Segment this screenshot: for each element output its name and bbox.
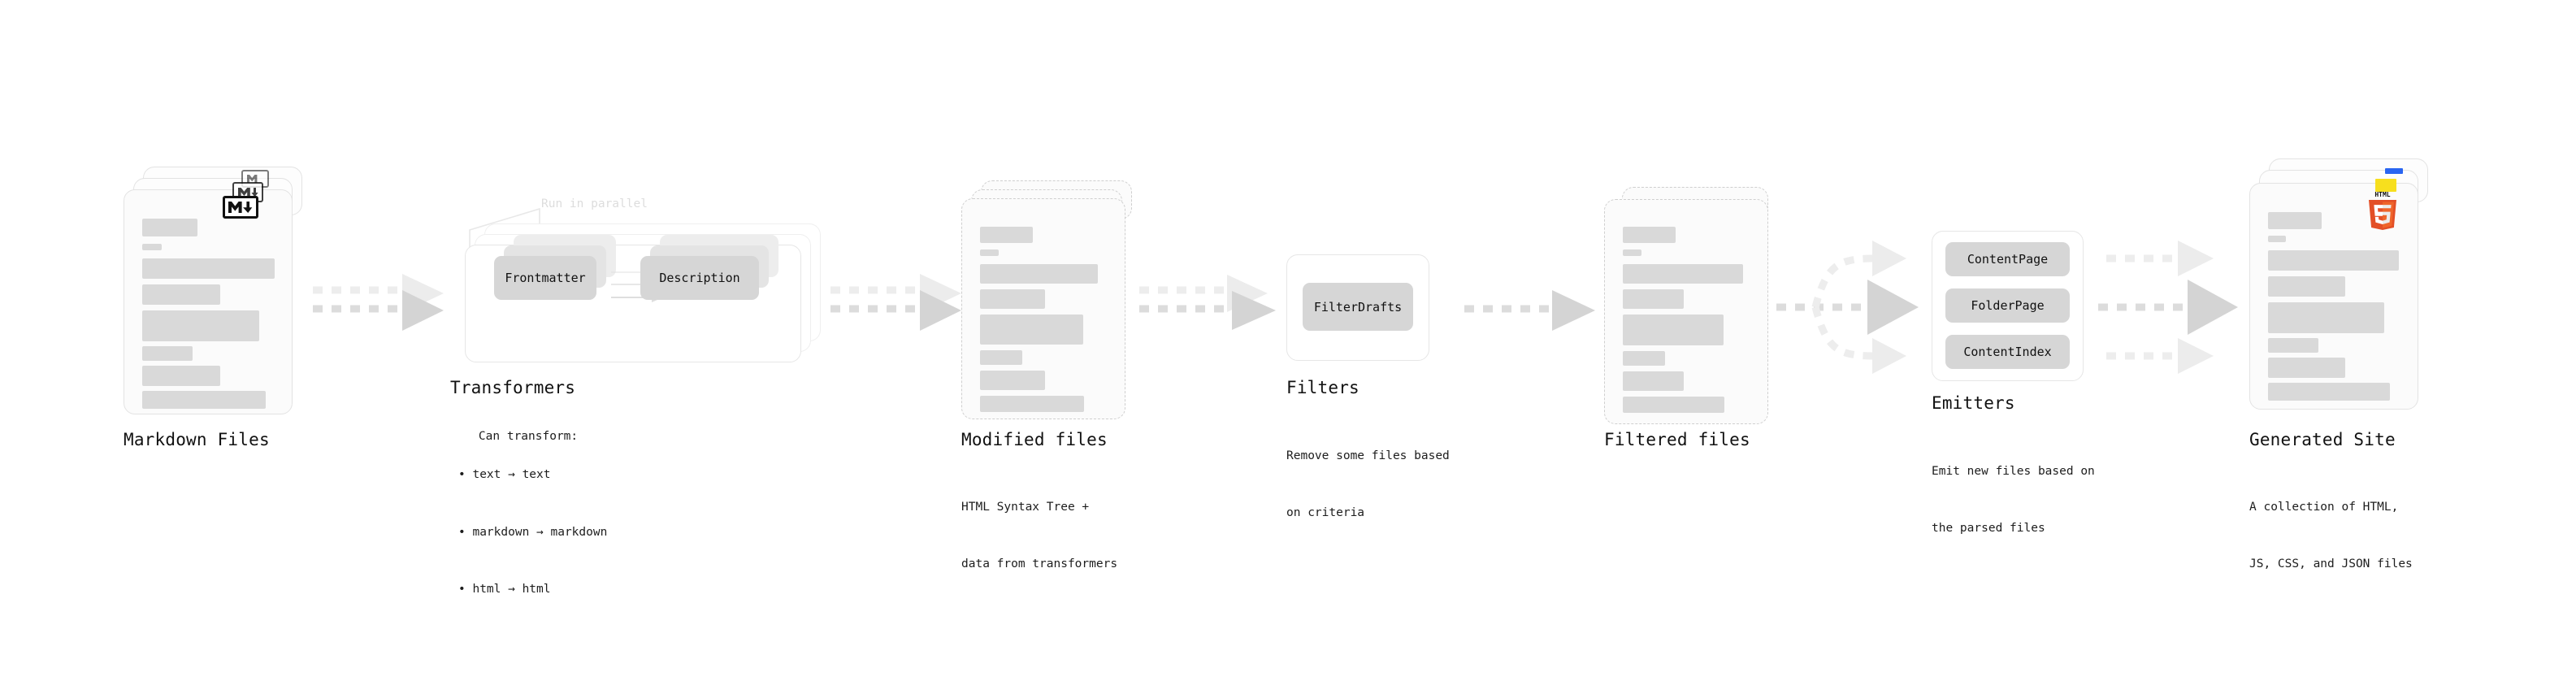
skeleton-subtitle — [142, 244, 162, 250]
filters-caption: Remove some files based on criteria — [1286, 409, 1450, 562]
modified-files-caption-0: HTML Syntax Tree + — [961, 500, 1090, 514]
skeleton-line-4 — [2268, 338, 2318, 353]
generated-site-caption-0: A collection of HTML, — [2249, 500, 2399, 514]
emitter-pill-folderpage[interactable]: FolderPage — [1945, 288, 2070, 323]
transformers-bullet-2: • html → html — [458, 583, 551, 596]
emitters-caption-0: Emit new files based on — [1932, 464, 2095, 478]
connector-transformers-to-modified — [830, 274, 961, 331]
generated-site-label: Generated Site — [2249, 430, 2396, 449]
connector-emitters-to-site — [2098, 241, 2238, 374]
transformer-pill-frontmatter[interactable]: Frontmatter — [494, 256, 596, 300]
skeleton-title — [142, 219, 197, 236]
generated-site-caption-1: JS, CSS, and JSON files — [2249, 557, 2413, 571]
svg-text:HTML: HTML — [2374, 191, 2390, 198]
skeleton-subtitle — [2268, 236, 2286, 242]
skeleton-subtitle — [1623, 249, 1641, 256]
skeleton-line-4 — [1623, 351, 1665, 366]
skeleton-line-3 — [2268, 302, 2384, 333]
run-in-parallel-leader — [469, 207, 540, 256]
skeleton-line-6 — [980, 396, 1084, 412]
transformers-bullet-0: • text → text — [458, 468, 551, 482]
js-badge-icon — [2375, 179, 2396, 192]
modified-files-label: Modified files — [961, 430, 1108, 449]
markdown-icon — [223, 196, 258, 219]
filters-caption-0: Remove some files based — [1286, 449, 1450, 462]
connector-markdown-to-transformers — [313, 274, 444, 331]
skeleton-line-2 — [2268, 276, 2345, 297]
filters-caption-1: on criteria — [1286, 506, 1365, 520]
transformer-pill-description[interactable]: Description — [640, 256, 759, 300]
transformers-bullet-1: • markdown → markdown — [458, 525, 608, 539]
skeleton-line-1 — [1623, 264, 1743, 284]
markdown-card-front — [124, 189, 293, 414]
skeleton-line-5 — [142, 366, 220, 386]
filtered-files-label: Filtered files — [1604, 430, 1750, 449]
skeleton-title — [2268, 212, 2322, 229]
generated-site-card-stack: HTML — [2249, 158, 2436, 410]
skeleton-line-3 — [1623, 314, 1724, 345]
skeleton-line-4 — [142, 346, 193, 361]
transformers-label: Transformers — [450, 378, 576, 397]
skeleton-line-6 — [142, 391, 266, 409]
modified-files-caption: HTML Syntax Tree + data from transformer… — [961, 460, 1117, 613]
skeleton-line-1 — [142, 258, 275, 279]
skeleton-line-1 — [2268, 250, 2399, 271]
modified-files-caption-1: data from transformers — [961, 557, 1118, 571]
transformers-caption-intro: Can transform: — [478, 430, 579, 444]
skeleton-subtitle — [980, 249, 999, 256]
filter-pill-filterdrafts[interactable]: FilterDrafts — [1303, 283, 1413, 331]
skeleton-line-4 — [980, 350, 1022, 365]
skeleton-line-1 — [980, 264, 1098, 284]
skeleton-line-5 — [1623, 371, 1684, 391]
markdown-files-label: Markdown Files — [124, 430, 270, 449]
connector-filtered-to-emitters-fanout — [1776, 241, 1919, 374]
skeleton-line-5 — [2268, 358, 2345, 378]
markdown-files-card-stack — [124, 167, 302, 414]
skeleton-line-2 — [142, 284, 220, 305]
run-in-parallel-note: Run in parallel — [541, 197, 648, 210]
emitters-label: Emitters — [1932, 393, 2015, 413]
filtered-card-front — [1604, 199, 1768, 424]
transformers-caption: Can transform: • text → text • markdown … — [450, 409, 607, 638]
transformers-group: Run in parallel Frontmatter — [450, 197, 832, 390]
skeleton-title — [980, 227, 1033, 243]
skeleton-line-6 — [2268, 383, 2390, 401]
skeleton-title — [1623, 227, 1676, 243]
skeleton-line-2 — [1623, 289, 1684, 309]
css-badge-icon — [2385, 168, 2403, 174]
skeleton-line-3 — [142, 310, 259, 341]
skeleton-line-3 — [980, 314, 1083, 345]
filtered-files-card-stack — [1604, 187, 1779, 424]
connector-modified-to-filters — [1139, 275, 1276, 330]
emitter-pill-contentindex[interactable]: ContentIndex — [1945, 335, 2070, 369]
skeleton-line-6 — [1623, 397, 1724, 413]
modified-files-card-stack — [961, 180, 1140, 424]
html5-icon: HTML — [2365, 189, 2400, 230]
emitter-pill-contentpage[interactable]: ContentPage — [1945, 242, 2070, 276]
connector-filters-to-filtered — [1464, 290, 1595, 331]
skeleton-line-2 — [980, 289, 1045, 309]
emitters-caption-1: the parsed files — [1932, 522, 2045, 536]
filters-label: Filters — [1286, 378, 1360, 397]
skeleton-line-5 — [980, 371, 1045, 390]
modified-card-front — [961, 198, 1125, 419]
emitters-caption: Emit new files based on the parsed files — [1932, 424, 2095, 577]
generated-site-caption: A collection of HTML, JS, CSS, and JSON … — [2249, 460, 2413, 613]
